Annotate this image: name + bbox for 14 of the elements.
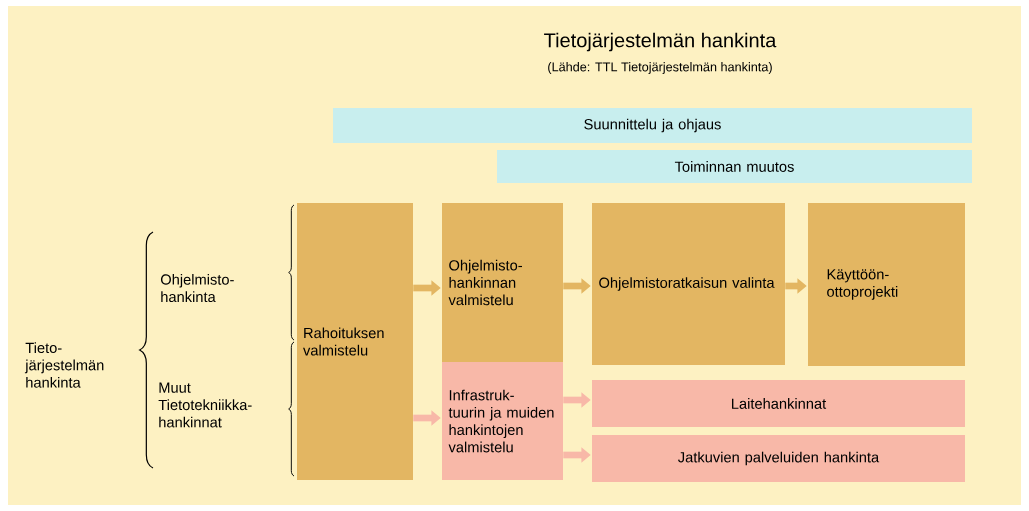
title: Tietojärjestelmän hankinta [544, 32, 777, 52]
process-box: Laitehankinnat [592, 380, 965, 427]
process-box: Käyttöön- ottoprojekti [808, 203, 965, 366]
band: Suunnittelu ja ohjaus [333, 108, 972, 143]
side-label: Muut Tietotekniikka- hankinnat [158, 382, 252, 428]
process-box: Infrastruk- tuurin ja muiden hankintojen valmistelu [442, 362, 563, 480]
process-box: Jatkuvien palveluiden hankinta [592, 435, 965, 482]
side-label: Ohjelmisto- hankinta [160, 273, 234, 303]
side-label: Tieto- järjestelmän hankinta [24, 342, 104, 388]
process-box: Ohjelmisto- hankinnan valmistelu [442, 203, 563, 362]
band: Toiminnan muutos [497, 150, 972, 183]
process-box: Ohjelmistoratkaisun valinta [592, 203, 785, 365]
caption: (Lähde: TTL Tietojärjestelmän hankinta) [548, 62, 772, 74]
process-box: Rahoituksen valmistelu [297, 203, 413, 480]
